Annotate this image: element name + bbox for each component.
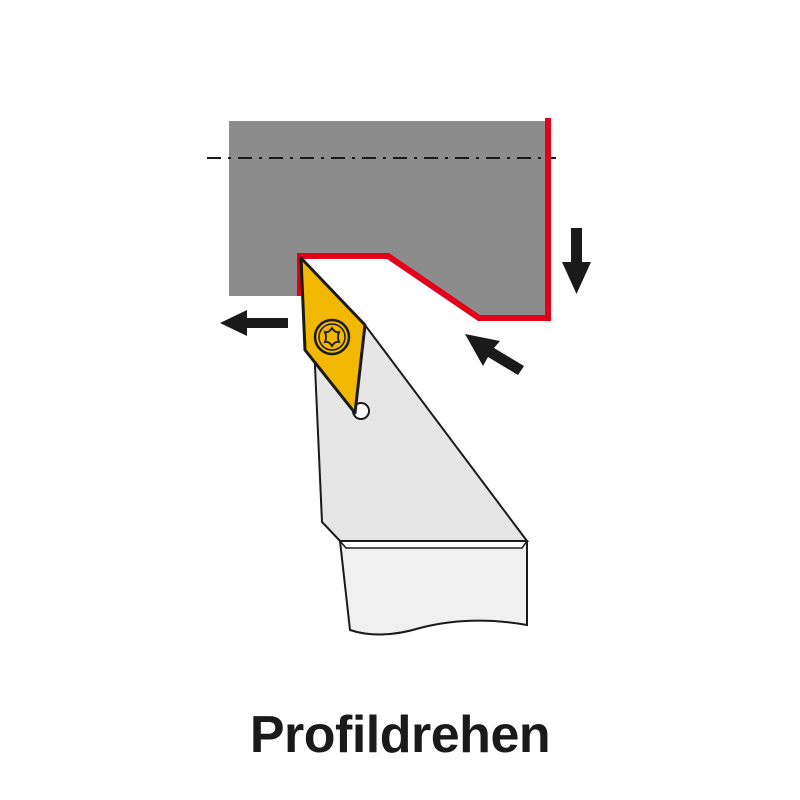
arrow-up-left-icon — [465, 334, 524, 375]
arrow-down-icon — [562, 228, 591, 294]
arrow-left-icon — [220, 310, 288, 336]
shank-top-face — [338, 540, 529, 549]
torx-screw-icon — [313, 318, 351, 356]
profile-contour — [297, 118, 551, 321]
workpiece — [229, 121, 545, 316]
tool-shank — [338, 540, 528, 636]
diagram-caption: Profildrehen — [249, 706, 551, 764]
